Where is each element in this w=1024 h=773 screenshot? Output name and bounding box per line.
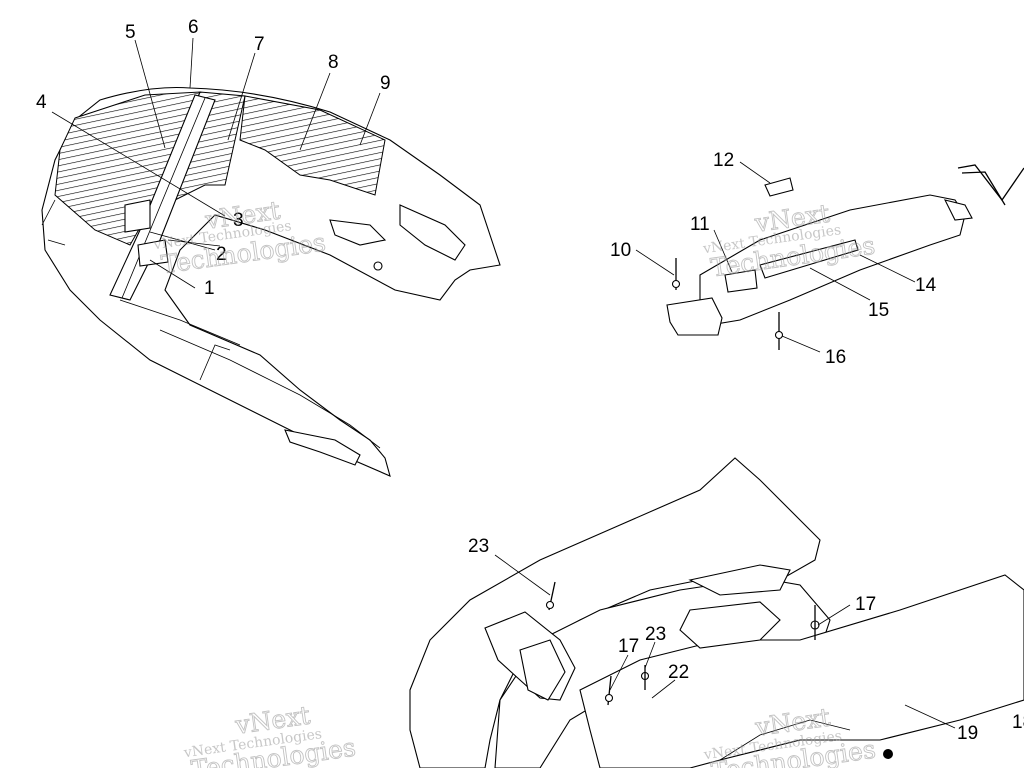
hood-assembly [41, 86, 501, 477]
callout-12: 12 [713, 150, 734, 171]
callout-17-left: 17 [618, 636, 639, 657]
callout-23-top: 23 [468, 536, 489, 557]
callout-17-right: 17 [855, 594, 876, 615]
callout-14: 14 [915, 275, 937, 296]
callout-7: 7 [254, 34, 265, 55]
callout-23-middle: 23 [645, 624, 666, 645]
callout-6: 6 [188, 17, 199, 38]
leader-lines [51, 37, 956, 729]
callout-5: 5 [125, 22, 136, 43]
callout-18: 18 [1012, 712, 1024, 733]
callout-16: 16 [825, 347, 846, 368]
callout-1: 1 [204, 278, 215, 299]
callout-8: 8 [328, 52, 339, 73]
callout-19: 19 [957, 723, 978, 744]
callout-15: 15 [868, 300, 889, 321]
side-panel-assembly [666, 164, 1024, 350]
chassis-assembly [409, 457, 1024, 769]
callout-11: 11 [690, 214, 710, 235]
callout-4: 4 [36, 92, 47, 113]
callout-labels: 1 2 3 4 5 6 7 8 9 10 11 12 14 15 16 17 1… [36, 17, 1024, 744]
callout-9: 9 [380, 73, 391, 94]
callout-10: 10 [610, 240, 631, 261]
callout-22: 22 [668, 662, 689, 683]
callout-3: 3 [233, 210, 244, 231]
callout-2: 2 [216, 244, 227, 265]
